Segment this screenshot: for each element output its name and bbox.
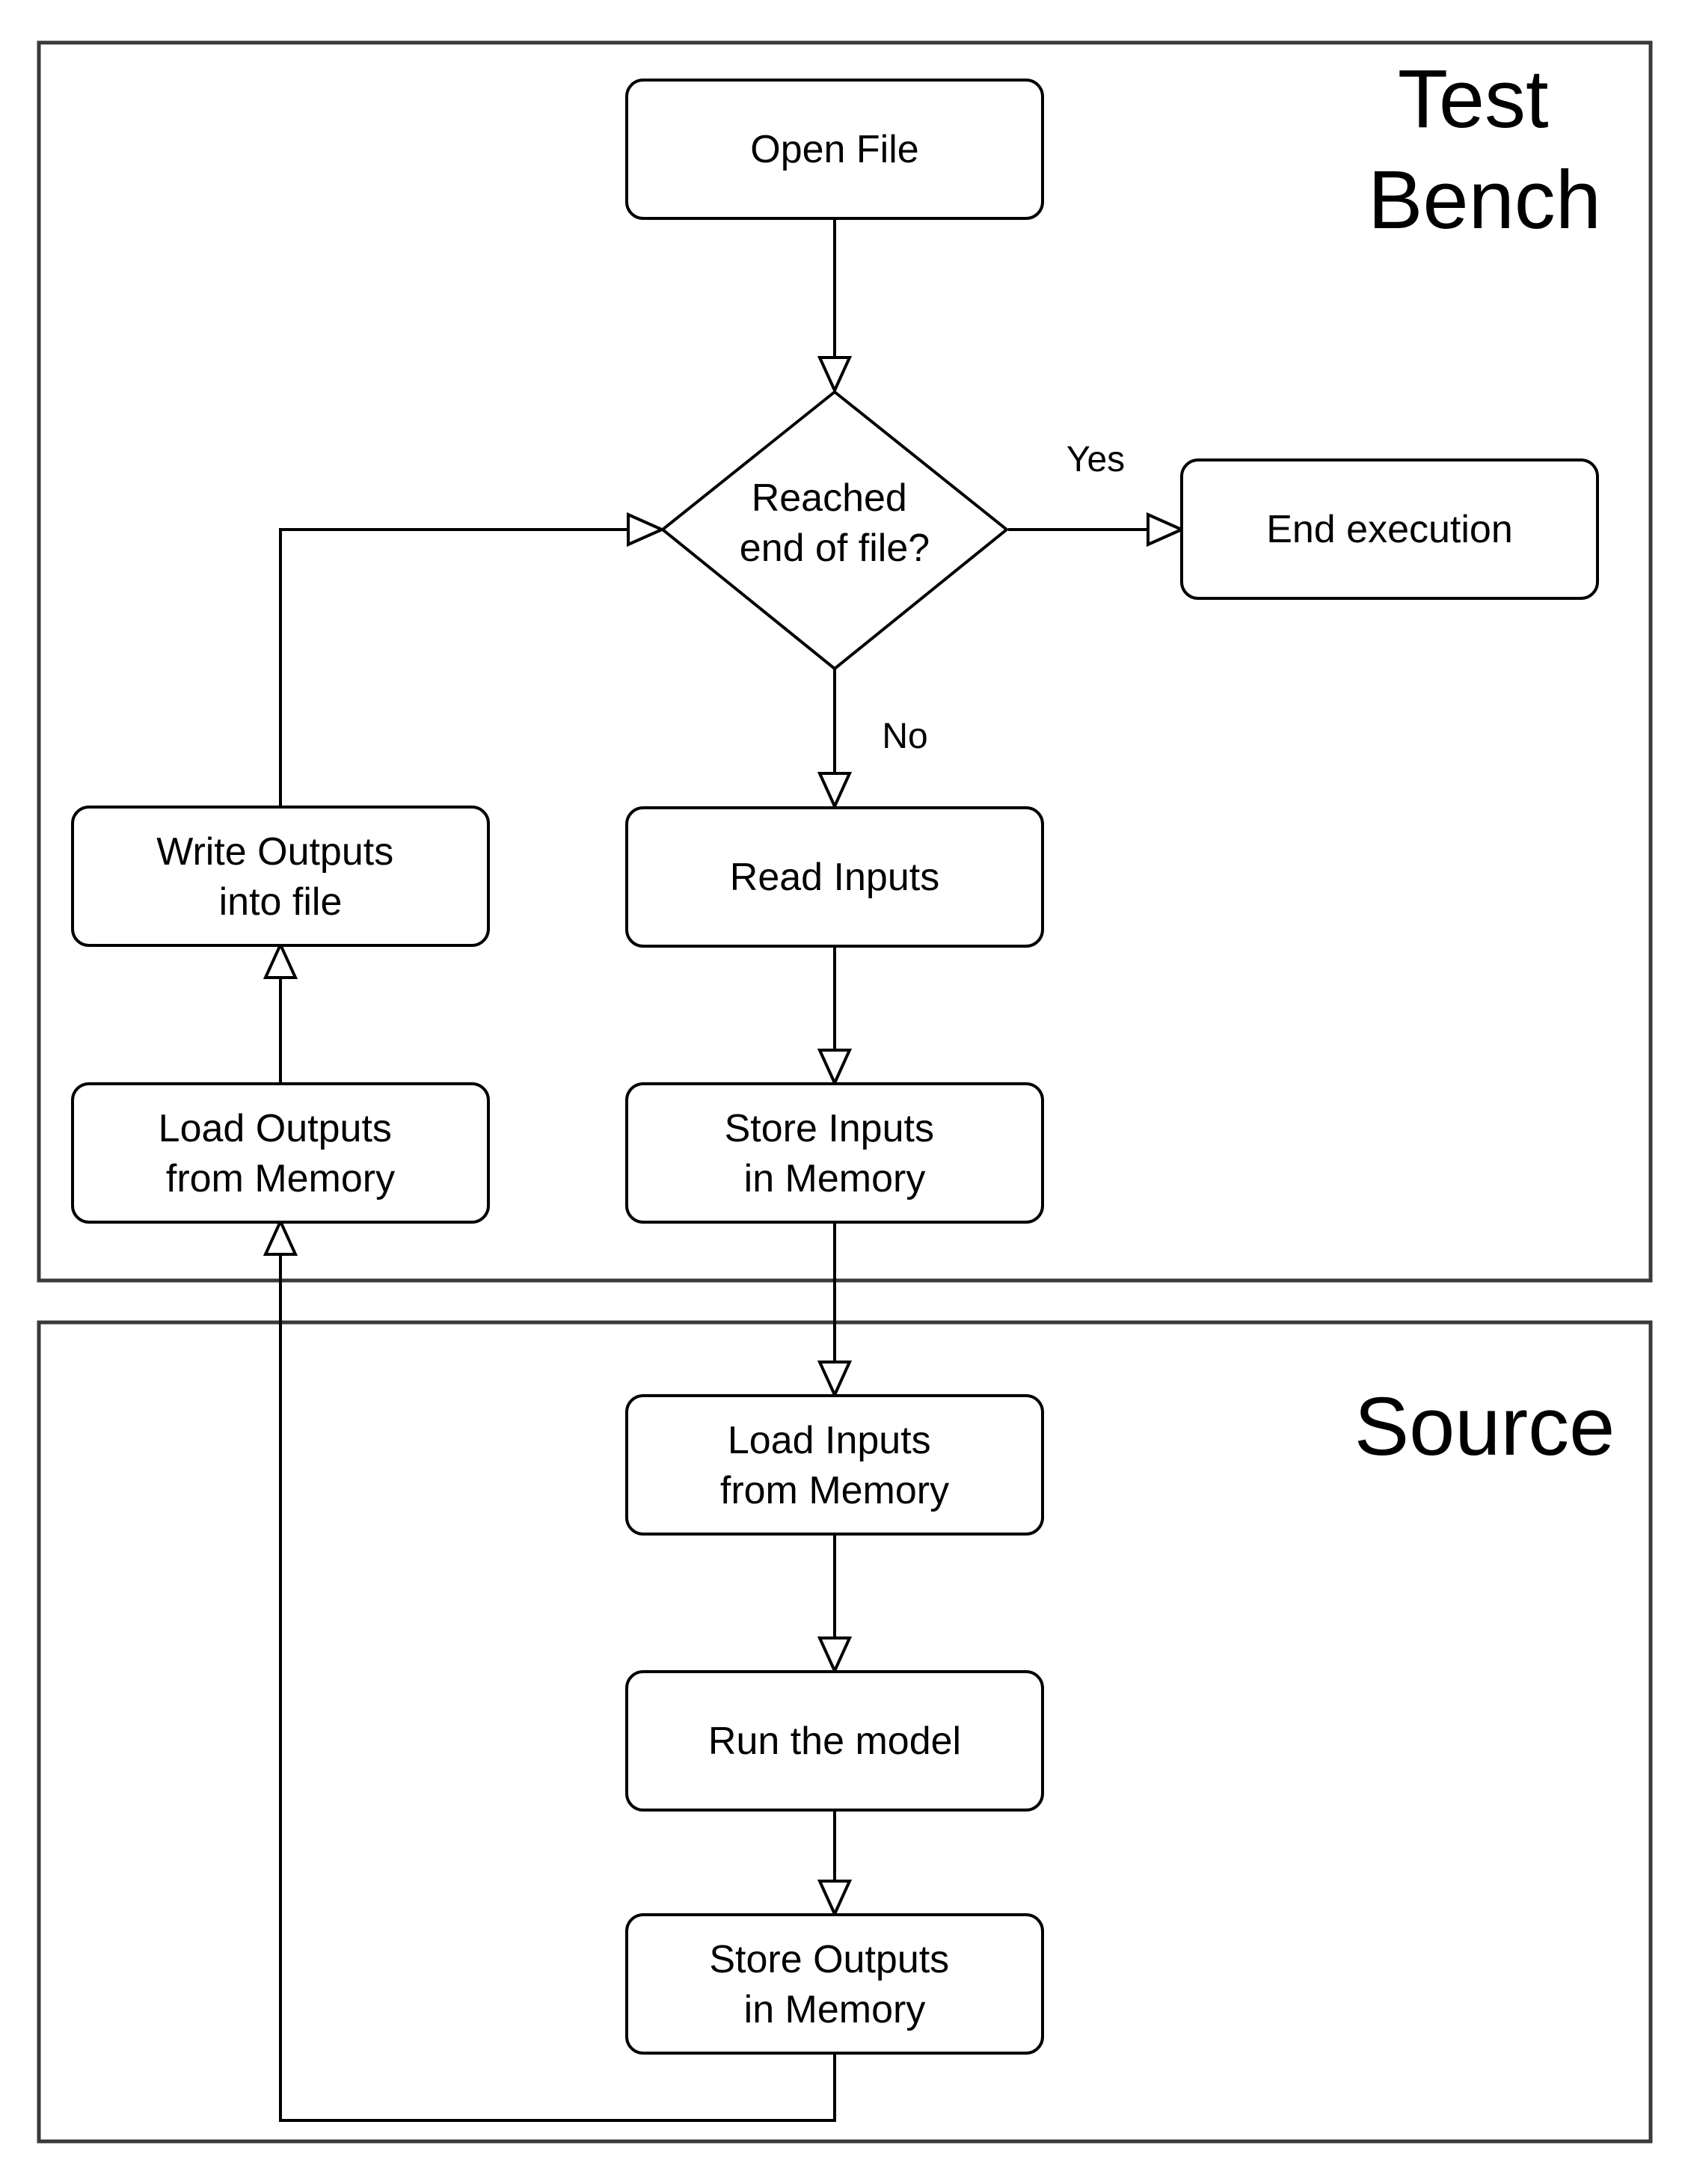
source-title: Source xyxy=(1354,1381,1615,1473)
reached-end-label-line2: end of file? xyxy=(740,527,930,570)
end-execution-label: End execution xyxy=(1266,508,1513,551)
load-inputs-box xyxy=(625,1394,1044,1536)
arrowhead-decision-left xyxy=(627,512,666,547)
read-inputs-label: Read Inputs xyxy=(730,856,939,899)
open-file-box xyxy=(625,79,1044,220)
reached-end-label-line1: Reached xyxy=(752,476,907,520)
arrowhead-store-inputs xyxy=(817,1049,853,1087)
yes-edge-label: Yes xyxy=(1066,440,1125,479)
run-model-box xyxy=(625,1670,1044,1812)
edge-store-outputs-to-load-outputs xyxy=(279,1254,836,2122)
write-outputs-label-line1: Write Outputs xyxy=(156,830,393,874)
arrowhead-write-outputs xyxy=(263,941,298,979)
open-file-label: Open File xyxy=(750,128,918,171)
test-bench-region xyxy=(37,40,1653,1283)
arrowhead-store-outputs xyxy=(817,1880,853,1918)
run-model-label: Run the model xyxy=(708,1720,961,1763)
store-outputs-label: Store Outputs in Memory xyxy=(709,1938,960,2031)
edge-write-outputs-to-decision xyxy=(279,528,628,808)
store-outputs-label-line1: Store Outputs xyxy=(709,1938,949,1981)
arrowhead-load-outputs xyxy=(263,1218,298,1256)
end-execution-box xyxy=(1180,458,1599,600)
write-outputs-box xyxy=(71,806,490,947)
arrowhead-run-model xyxy=(817,1637,853,1675)
nodes xyxy=(71,79,1599,2055)
arrowhead-read-inputs xyxy=(817,772,853,810)
reached-end-of-file-decision xyxy=(660,390,1010,671)
arrowhead-decision-top xyxy=(817,356,853,394)
load-inputs-label-line2: from Memory xyxy=(720,1469,949,1512)
arrowhead-load-inputs xyxy=(817,1361,853,1399)
load-inputs-label-line1: Load Inputs xyxy=(728,1419,931,1462)
store-inputs-label: Store Inputs in Memory xyxy=(725,1107,945,1200)
store-outputs-box xyxy=(625,1913,1044,2055)
no-edge-label: No xyxy=(882,717,927,756)
load-inputs-label: Load Inputs from Memory xyxy=(720,1419,949,1512)
store-outputs-label-line2: in Memory xyxy=(744,1988,926,2031)
load-outputs-box xyxy=(71,1082,490,1224)
write-outputs-label-line2: into file xyxy=(219,880,343,924)
test-bench-title-line2: Bench xyxy=(1368,154,1601,246)
store-inputs-label-line2: in Memory xyxy=(744,1157,926,1200)
reached-end-of-file-label: Reached end of file? xyxy=(740,476,930,570)
test-bench-title-line1: Test xyxy=(1398,53,1549,145)
load-outputs-label-line1: Load Outputs xyxy=(159,1107,392,1150)
arrowhead-end-execution xyxy=(1147,512,1185,547)
arrowheads xyxy=(263,356,1185,1918)
store-inputs-label-line1: Store Inputs xyxy=(725,1107,934,1150)
source-region xyxy=(37,1320,1653,2144)
load-outputs-label-line2: from Memory xyxy=(166,1157,395,1200)
read-inputs-box xyxy=(625,806,1044,948)
edges xyxy=(279,218,1148,2122)
test-bench-title: Test Bench xyxy=(1368,53,1601,246)
store-inputs-box xyxy=(625,1082,1044,1224)
load-outputs-label: Load Outputs from Memory xyxy=(159,1107,403,1200)
write-outputs-label: Write Outputs into file xyxy=(156,830,404,924)
